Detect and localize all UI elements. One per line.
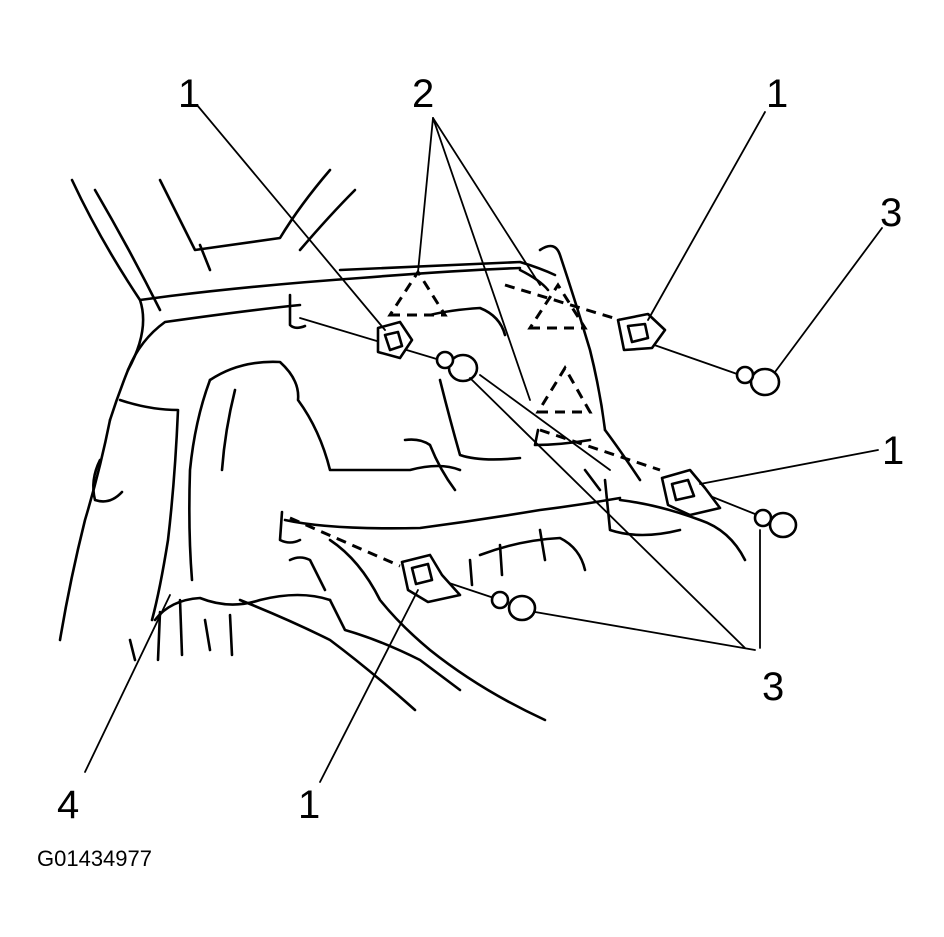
retainer-clip-middle-right (660, 468, 722, 517)
callout-1-bottom: 1 (298, 783, 320, 827)
callout-3-top-right: 3 (880, 191, 902, 235)
hidden-feature-lines (289, 269, 661, 568)
callout-4-bottom-left: 4 (57, 783, 79, 827)
bolt-top-right (735, 365, 781, 397)
retainer-clip-top-right (616, 312, 667, 352)
callout-1-middle-right: 1 (882, 429, 904, 473)
callout-leader-lines (84, 104, 883, 783)
bolt-middle-right (753, 508, 798, 539)
bolt-top-center (435, 350, 479, 383)
explode-axis-lines (299, 317, 761, 601)
callout-1-top-right: 1 (766, 72, 788, 116)
retainer-clip-bottom (400, 553, 462, 604)
bolt-bottom-center (490, 590, 537, 622)
callout-2-top: 2 (412, 72, 434, 116)
body-panel-outline (58, 168, 747, 722)
callout-1-top-left: 1 (178, 72, 200, 116)
retainer-clip-top-left (376, 320, 414, 360)
figure-id: G01434977 (37, 846, 152, 871)
callout-3-bottom-right: 3 (762, 665, 784, 709)
